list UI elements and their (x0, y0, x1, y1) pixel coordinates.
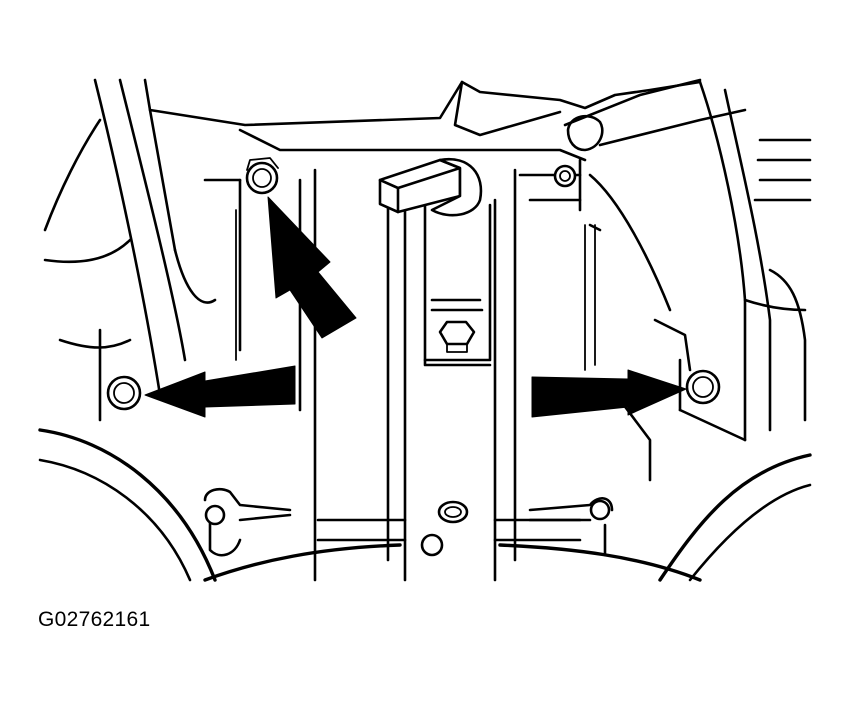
right-bolt (685, 369, 721, 405)
lower-left-stud (204, 504, 226, 526)
electrical-connector (378, 157, 483, 217)
lower-center-slot (437, 500, 469, 524)
left-bolt-arrow (144, 365, 296, 418)
left-bolt (106, 375, 142, 411)
upper-left-bolt (245, 157, 279, 195)
lower-structure (38, 318, 812, 582)
left-structure (43, 78, 242, 422)
component-line-drawing (38, 78, 812, 582)
center-bracket (298, 158, 672, 582)
lower-right-stud (589, 499, 611, 521)
figure-code-label: G02762161 (38, 608, 151, 631)
upper-right-stud (553, 164, 577, 188)
center-nut (438, 320, 476, 353)
right-bolt-arrow (531, 369, 687, 418)
lower-center-stud (420, 533, 444, 557)
outer-frame (143, 78, 812, 442)
upper-left-bolt-arrow (267, 196, 357, 339)
